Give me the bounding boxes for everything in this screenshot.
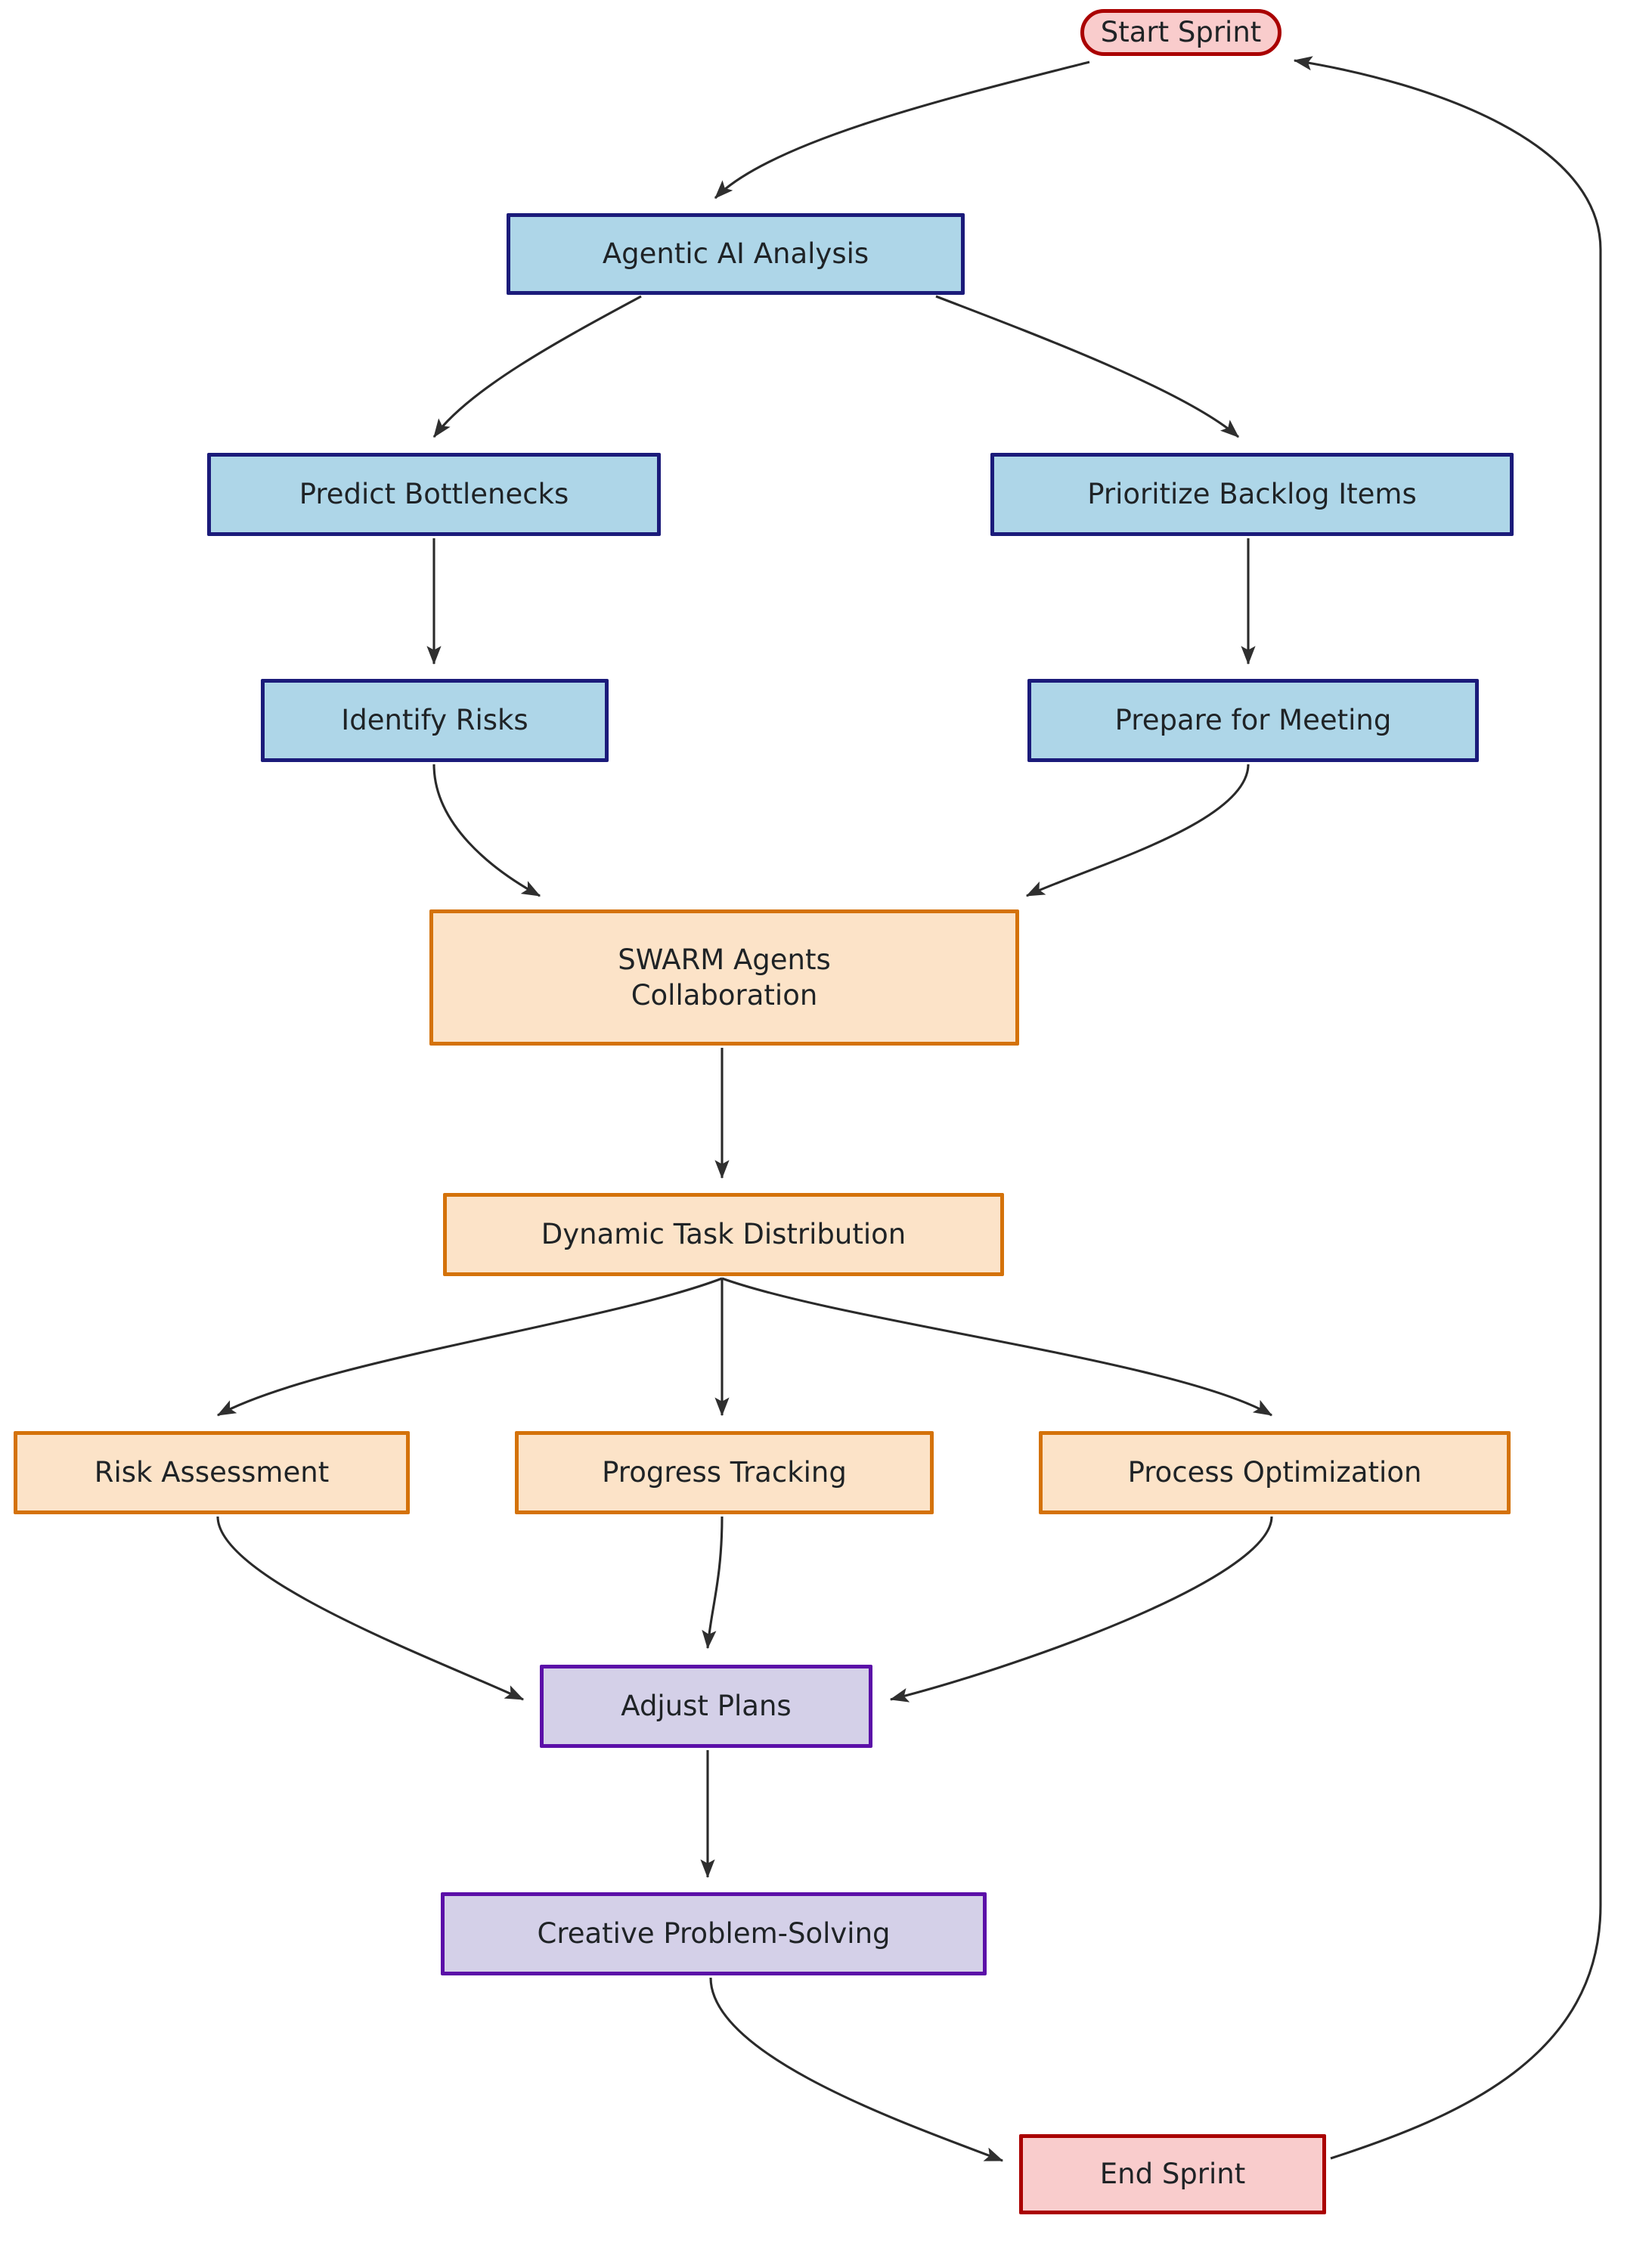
edge-creative-to-end — [709, 1977, 1004, 2162]
node-label-bottleneck: Predict Bottlenecks — [299, 478, 569, 511]
edge-start-to-analysis — [714, 60, 1090, 200]
node-creative[interactable]: Creative Problem-Solving — [441, 1892, 987, 1975]
node-adjust[interactable]: Adjust Plans — [540, 1665, 872, 1748]
edge-progress-to-adjust — [702, 1516, 724, 1650]
edge-end-to-start — [1293, 56, 1602, 2160]
node-progress[interactable]: Progress Tracking — [515, 1431, 934, 1514]
node-riskassess[interactable]: Risk Assessment — [14, 1431, 410, 1514]
node-optimize[interactable]: Process Optimization — [1039, 1431, 1511, 1514]
edge-meeting-to-swarm — [1025, 764, 1250, 897]
node-analysis[interactable]: Agentic AI Analysis — [507, 213, 965, 295]
edge-risks-to-swarm — [432, 764, 541, 897]
node-label-analysis: Agentic AI Analysis — [602, 237, 869, 271]
node-risks[interactable]: Identify Risks — [261, 679, 609, 762]
edge-dynamic-to-optimize — [721, 1277, 1273, 1417]
node-label-backlog: Prioritize Backlog Items — [1087, 478, 1417, 511]
node-end[interactable]: End Sprint — [1019, 2134, 1326, 2214]
node-label-creative: Creative Problem-Solving — [537, 1917, 891, 1950]
node-label-adjust: Adjust Plans — [621, 1690, 792, 1723]
node-label-end: End Sprint — [1099, 2158, 1246, 2191]
node-bottleneck[interactable]: Predict Bottlenecks — [207, 453, 661, 536]
node-backlog[interactable]: Prioritize Backlog Items — [990, 453, 1514, 536]
edge-analysis-to-backlog — [935, 295, 1240, 438]
node-meeting[interactable]: Prepare for Meeting — [1027, 679, 1479, 762]
node-label-meeting: Prepare for Meeting — [1114, 704, 1392, 737]
edge-analysis-to-bottleneck — [432, 295, 642, 438]
edge-optimize-to-adjust — [889, 1516, 1273, 1703]
node-dynamic[interactable]: Dynamic Task Distribution — [443, 1193, 1004, 1276]
node-label-optimize: Process Optimization — [1127, 1456, 1422, 1489]
node-swarm[interactable]: SWARM Agents Collaboration — [429, 909, 1019, 1046]
edge-dynamic-to-riskassess — [216, 1277, 723, 1417]
node-start[interactable]: Start Sprint — [1080, 9, 1281, 56]
node-label-risks: Identify Risks — [341, 704, 528, 737]
node-label-dynamic: Dynamic Task Distribution — [541, 1218, 906, 1251]
edges-group — [216, 56, 1602, 2162]
edge-riskassess-to-adjust — [216, 1516, 525, 1701]
node-label-swarm: SWARM Agents Collaboration — [618, 943, 831, 1012]
node-label-progress: Progress Tracking — [602, 1456, 847, 1489]
node-label-start: Start Sprint — [1100, 16, 1262, 49]
node-label-riskassess: Risk Assessment — [94, 1456, 330, 1489]
